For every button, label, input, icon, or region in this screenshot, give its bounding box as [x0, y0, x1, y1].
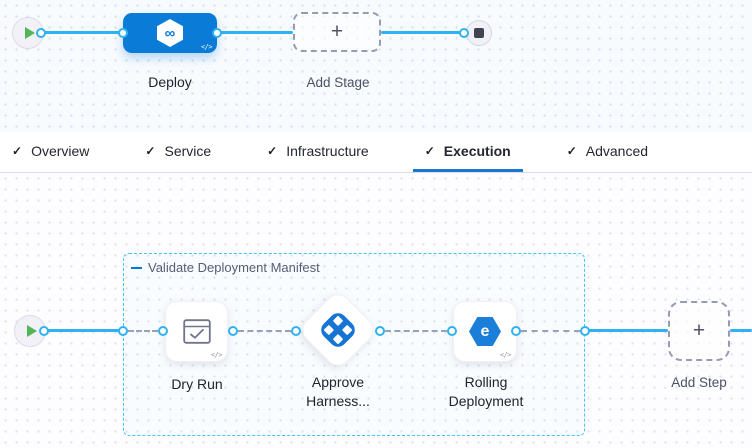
connector-dot — [375, 326, 385, 336]
step-label-line: Harness... — [306, 393, 370, 409]
tab-label: Overview — [31, 142, 90, 159]
tab-advanced[interactable]: ✓ Advanced — [555, 132, 660, 172]
stage-config-tabs: ✓ Overview ✓ Service ✓ Infrastructure ✓ … — [0, 132, 752, 173]
connector-line — [381, 31, 466, 34]
rolling-glyph: e — [480, 322, 490, 340]
connector-line-dashed — [385, 330, 447, 332]
step-node-rolling-deployment[interactable]: e </> — [453, 301, 517, 362]
connector-dot — [158, 326, 168, 336]
step-node-dry-run[interactable]: </> — [165, 301, 228, 362]
step-label-line: Deployment — [448, 393, 524, 409]
step-group-validate-deployment-manifest[interactable] — [123, 253, 585, 436]
connector-dot — [511, 326, 521, 336]
tab-overview[interactable]: ✓ Overview — [0, 132, 101, 172]
connector-dot — [580, 326, 590, 336]
step-group-title: Validate Deployment Manifest — [148, 260, 320, 275]
step-label-line: Approve — [311, 374, 365, 390]
add-step-button[interactable]: + — [668, 301, 730, 361]
stop-icon — [474, 28, 484, 38]
tab-label: Infrastructure — [286, 142, 369, 159]
add-stage-button[interactable]: + — [293, 12, 381, 52]
connector-dot — [459, 28, 469, 38]
connector-line-dashed — [128, 330, 158, 332]
stage-node-deploy[interactable]: ∞ </> — [123, 13, 217, 53]
connector-dot — [291, 326, 301, 336]
connector-line-dashed — [521, 330, 580, 332]
connector-dot — [212, 28, 222, 38]
step-label-dry-run: Dry Run — [171, 376, 223, 392]
connector-line-dashed — [238, 330, 291, 332]
cd-stage-icon: ∞ — [157, 19, 183, 47]
check-icon: ✓ — [566, 143, 577, 158]
connector-line — [585, 329, 668, 332]
plus-icon: + — [330, 20, 344, 43]
play-icon — [24, 27, 35, 39]
tab-label: Service — [164, 142, 212, 159]
rolling-deployment-icon: e — [469, 317, 501, 346]
code-toggle-icon[interactable]: </> — [210, 351, 223, 359]
execution-canvas[interactable]: Validate Deployment Manifest </> — [0, 173, 752, 448]
check-icon: ✓ — [267, 143, 278, 158]
stage-canvas[interactable]: ∞ </> + Deploy Add Stage — [0, 0, 752, 132]
check-icon: ✓ — [424, 143, 435, 158]
dry-run-icon — [182, 319, 211, 344]
connector-dot — [118, 326, 128, 336]
check-icon: ✓ — [12, 143, 23, 158]
code-toggle-icon[interactable]: </> — [499, 351, 512, 359]
add-step-label: Add Step — [671, 375, 727, 390]
plus-icon: + — [692, 319, 706, 342]
tab-service[interactable]: ✓ Service — [133, 132, 223, 172]
check-icon: ✓ — [145, 143, 156, 158]
collapse-group-icon[interactable] — [131, 266, 142, 269]
connector-line — [44, 329, 123, 332]
connector-dot — [39, 326, 49, 336]
step-group-header: Validate Deployment Manifest — [131, 260, 320, 275]
step-label-approve: Approve Harness... — [306, 373, 370, 411]
tab-infrastructure[interactable]: ✓ Infrastructure — [255, 132, 381, 172]
connector-dot — [447, 326, 457, 336]
step-label-line: Rolling — [464, 374, 508, 390]
play-icon — [26, 325, 37, 337]
tab-execution[interactable]: ✓ Execution — [412, 132, 523, 172]
connector-dot — [118, 28, 128, 38]
pipeline-end-node[interactable] — [466, 20, 492, 46]
code-toggle-icon[interactable]: </> — [200, 43, 213, 51]
connector-dot — [36, 28, 46, 38]
tab-label: Execution — [443, 142, 511, 159]
stage-label: Deploy — [148, 74, 192, 90]
connector-line — [217, 31, 293, 34]
connector-line — [730, 329, 752, 332]
connector-dot — [228, 326, 238, 336]
connector-line — [41, 31, 123, 34]
add-stage-label: Add Stage — [306, 75, 370, 90]
step-label-rolling: Rolling Deployment — [449, 373, 524, 411]
infinity-glyph: ∞ — [164, 24, 176, 42]
tab-label: Advanced — [585, 142, 649, 159]
harness-approval-icon — [321, 313, 355, 347]
